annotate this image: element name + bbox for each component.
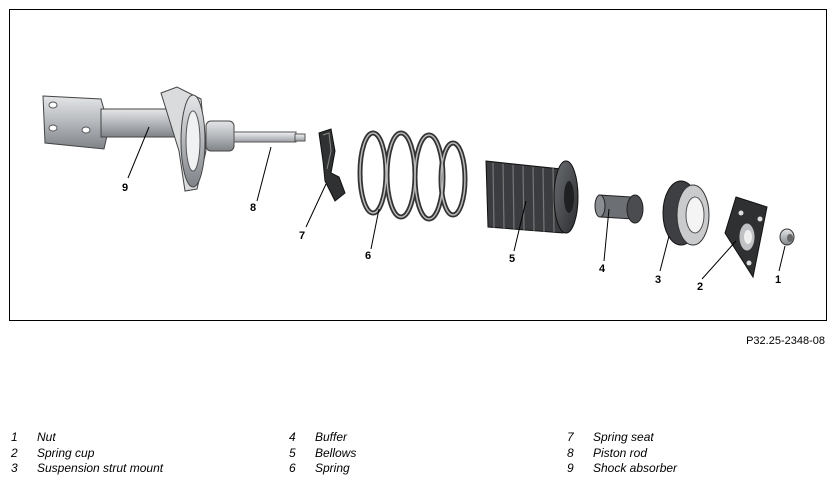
- spring-part: [357, 130, 468, 222]
- shock-absorber-part: [42, 86, 235, 192]
- callout-2: 2: [697, 281, 703, 293]
- callout-8: 8: [250, 202, 256, 214]
- callout-7: 7: [299, 230, 305, 242]
- callout-6: 6: [365, 250, 371, 262]
- callout-9: 9: [122, 182, 128, 194]
- piston-rod-part: [233, 131, 306, 143]
- callout-4: 4: [599, 263, 606, 275]
- leader-lines: [127, 126, 786, 280]
- callout-3: 3: [655, 274, 661, 286]
- callout-5: 5: [509, 253, 515, 265]
- spring-cup-part: [724, 196, 768, 279]
- exploded-view-illustration: 9 8 7 6 5 4 3 2 1: [42, 86, 795, 293]
- nut-part: [779, 228, 795, 246]
- strut-mount-part: [662, 180, 710, 246]
- bellows-part: [485, 160, 579, 234]
- spring-seat-part: [318, 128, 346, 202]
- callout-1: 1: [775, 274, 781, 286]
- exploded-view-frame: 9 8 7 6 5 4 3 2 1: [9, 9, 827, 321]
- figure-reference-id: P32.25-2348-08: [746, 335, 825, 347]
- buffer-part: [594, 194, 644, 224]
